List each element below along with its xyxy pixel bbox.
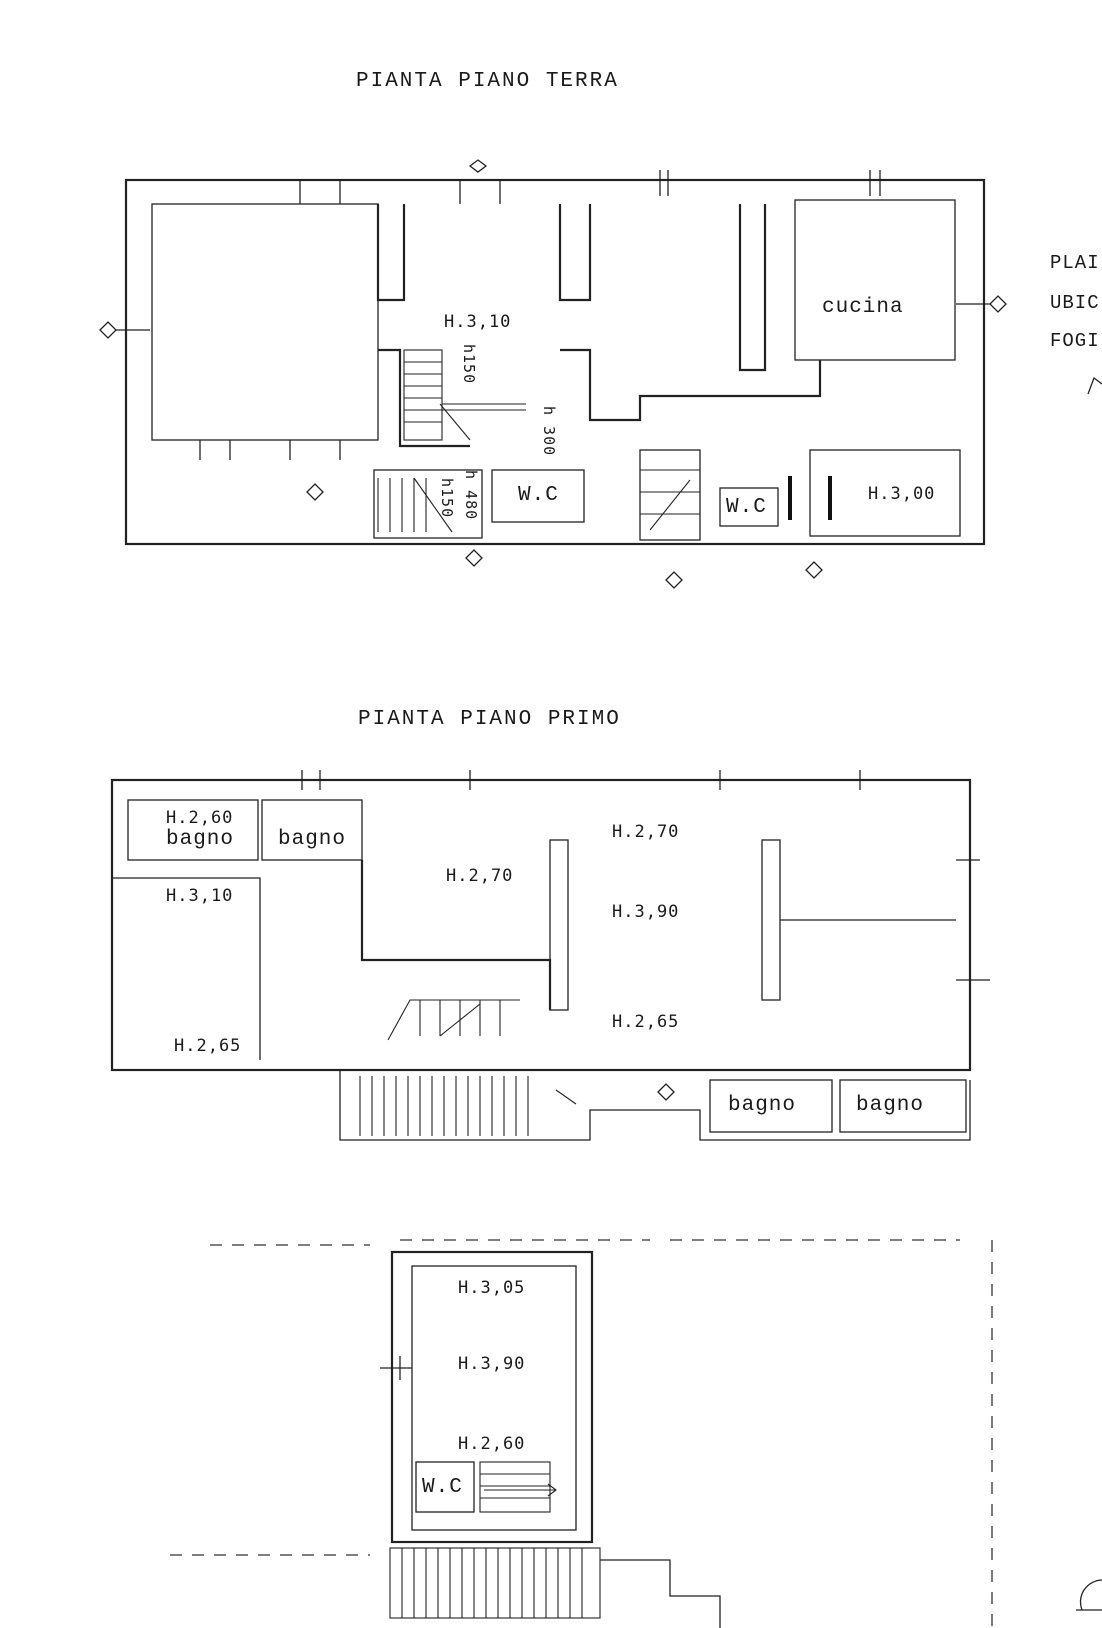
- annex-stair: [479, 1461, 557, 1513]
- ground-windows-bottom: [199, 440, 341, 460]
- side-text-line-2: UBIC: [1050, 292, 1100, 314]
- first-height-265-a: H.2,65: [612, 1012, 680, 1032]
- annex-ramp: [389, 1547, 601, 1619]
- ground-stair-right: [640, 469, 700, 531]
- entrance-marker: [468, 159, 488, 173]
- first-left-room-wall: [112, 877, 261, 1060]
- ground-stair-wall: [378, 348, 470, 448]
- first-stair: [387, 999, 520, 1041]
- side-text-line-3: FOGI: [1050, 330, 1100, 352]
- ground-floor-plan: [99, 159, 1007, 589]
- entrance-marker: [665, 571, 683, 589]
- ground-outer-wall: [124, 178, 986, 546]
- annex-height-390: H.3,90: [458, 1354, 526, 1374]
- ground-room-right: [809, 449, 961, 537]
- first-height-390: H.3,90: [612, 902, 680, 922]
- room-label-bagno-2: bagno: [278, 828, 347, 851]
- room-label-wc-2: W.C: [726, 496, 767, 519]
- ground-room-left: [151, 203, 379, 441]
- room-label-bagno-1: bagno: [166, 828, 235, 851]
- annex-outer-wall: [390, 1250, 594, 1544]
- ground-height-main: H.3,10: [444, 312, 512, 332]
- first-bagno-3-room: [709, 1079, 833, 1133]
- entrance-marker: [465, 549, 483, 567]
- first-height-270-a: H.2,70: [612, 822, 680, 842]
- ground-central-wall: [560, 348, 690, 422]
- entrance-marker: [99, 321, 117, 339]
- ground-height-right: H.3,00: [868, 484, 936, 504]
- ground-stair-right-box: [639, 449, 701, 541]
- ground-stair-lower: [377, 477, 453, 533]
- first-lower-stair: [359, 1076, 577, 1136]
- ground-stair-height-300: h 300: [540, 406, 558, 457]
- ground-right-wall: [690, 360, 822, 398]
- first-height-265-b: H.2,65: [174, 1036, 242, 1056]
- ground-stair-upper: [403, 349, 526, 441]
- annex-door-left: [380, 1356, 412, 1380]
- ground-stair-height-a: h150: [460, 344, 478, 385]
- annex-height-305: H.3,05: [458, 1278, 526, 1298]
- first-partition-b: [761, 839, 781, 1001]
- first-floor-plan: [110, 770, 990, 1141]
- annex-wc-room: [415, 1461, 475, 1513]
- first-bagno-1-room: [127, 799, 259, 861]
- first-partition-a: [549, 839, 569, 1011]
- first-height-270-b: H.2,70: [446, 866, 514, 886]
- room-label-bagno-3: bagno: [728, 1094, 797, 1117]
- ground-wc-1-room: [491, 469, 585, 523]
- ground-partition-2: [558, 204, 592, 302]
- ground-entrance-markers: [99, 159, 1007, 589]
- compass-partial: [1076, 1579, 1102, 1611]
- ground-lower-stair-box: [373, 469, 483, 539]
- room-label-annex-wc: W.C: [422, 1476, 463, 1499]
- ground-partition-1: [376, 204, 406, 302]
- first-height-310: H.3,10: [166, 886, 234, 906]
- entrance-marker: [989, 295, 1007, 313]
- ground-partition-3: [738, 204, 767, 372]
- annex-right-outline: [600, 1559, 721, 1628]
- first-height-260: H.2,60: [166, 808, 234, 828]
- first-window-marks: [301, 770, 990, 981]
- room-label-bagno-4: bagno: [856, 1094, 925, 1117]
- ground-room-cucina: [794, 199, 956, 361]
- first-lower-outline: [339, 1070, 971, 1141]
- north-arrow-partial: [1087, 376, 1102, 395]
- first-bagno-4-room: [839, 1079, 967, 1133]
- side-text-line-1: PLAI: [1050, 252, 1100, 274]
- annex-plan: [170, 1239, 993, 1628]
- annex-height-260: H.2,60: [458, 1434, 526, 1454]
- room-label-cucina: cucina: [822, 296, 904, 319]
- first-floor-title: PIANTA PIANO PRIMO: [358, 708, 621, 731]
- ground-floor-title: PIANTA PIANO TERRA: [356, 70, 619, 93]
- ground-stair-height-b: h150: [438, 478, 456, 519]
- first-outer-wall: [110, 778, 972, 1072]
- annex-inner-wall: [411, 1265, 577, 1531]
- annex-boundary-top: [210, 1239, 960, 1246]
- ground-stair-height-480: h 480: [462, 470, 480, 521]
- ground-windows-top: [299, 170, 881, 204]
- first-bagno-2-room: [261, 799, 363, 861]
- room-label-wc-1: W.C: [518, 484, 559, 507]
- entrance-marker: [657, 1083, 675, 1101]
- ground-wc-2-room: [719, 487, 779, 527]
- entrance-marker: [306, 483, 324, 501]
- ground-entrance-lines: [116, 303, 990, 331]
- entrance-marker: [805, 561, 823, 579]
